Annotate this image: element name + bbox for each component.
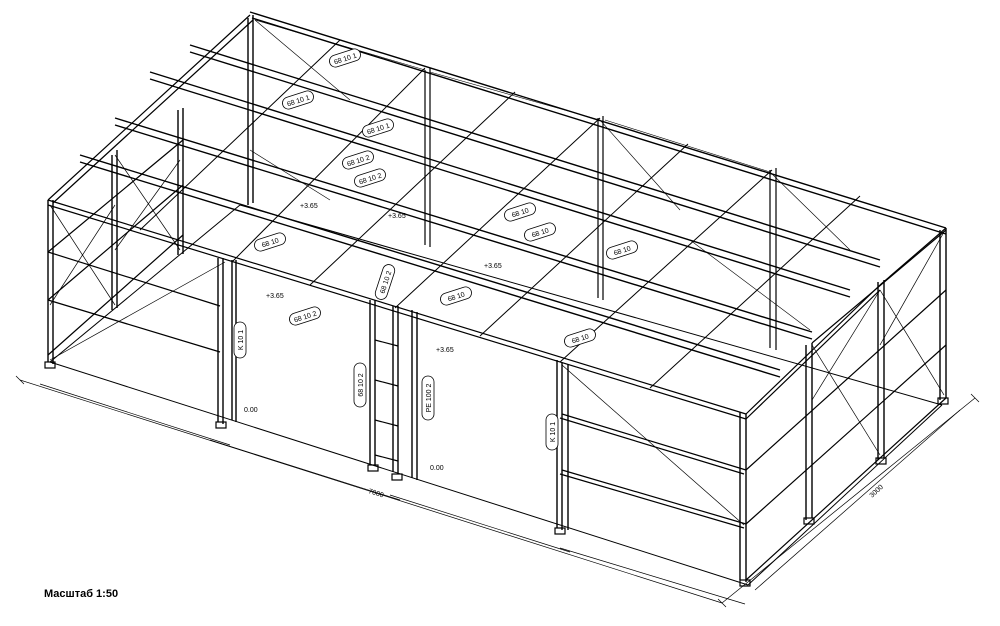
member-tags: 68 10 1 68 10 1 68 10 1 68 10 2 68 10 2 …	[233, 48, 638, 451]
tag-column-right: K 10 1	[550, 422, 557, 442]
left-gable-frame	[47, 14, 254, 356]
right-gable-columns	[805, 228, 947, 520]
scale-label: Масштаб 1:50	[44, 588, 119, 600]
elevation-marks: 0.00 0.00 +3.65 +3.65 +3.65 +3.65 +3.65	[244, 203, 502, 472]
elevation-6: +3.65	[266, 293, 284, 300]
roof-bracing	[249, 19, 851, 331]
door-ladder	[374, 339, 399, 462]
roof-rafters	[139, 39, 861, 389]
tag-column-door-1: 68 10 2	[358, 373, 365, 396]
dimension-texts: 7000 3000	[367, 484, 885, 500]
elevation-4: +3.65	[388, 213, 406, 220]
elevation-3: +3.65	[300, 203, 318, 210]
front-columns	[47, 200, 747, 582]
back-columns	[424, 68, 777, 350]
right-gable-frame	[745, 227, 947, 581]
front-girts	[47, 199, 747, 529]
elevation-1: 0.00	[244, 407, 258, 414]
elevation-7: +3.65	[436, 347, 454, 354]
left-gable-columns	[111, 15, 254, 310]
elevation-2: 0.00	[430, 465, 444, 472]
dimension-width: 3000	[869, 484, 885, 500]
dimension-lines	[15, 375, 980, 608]
base-plates	[44, 361, 949, 587]
tag-column-left: K 10 1	[238, 330, 245, 350]
tag-column-door-2: PE 100 2	[426, 383, 433, 412]
dimension-length: 7000	[367, 488, 384, 499]
ground-frame	[49, 204, 943, 586]
elevation-5: +3.65	[484, 263, 502, 270]
roof-purlins	[79, 11, 947, 378]
wall-bracing	[49, 154, 945, 526]
